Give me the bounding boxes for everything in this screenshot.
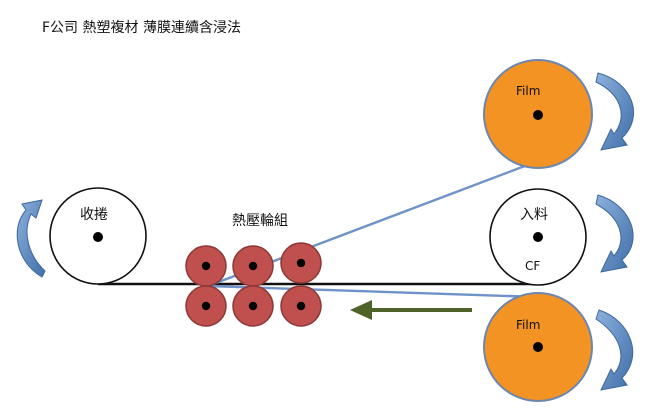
takeup-label: 收捲	[80, 207, 108, 223]
press-rollers-label: 熱壓輪組	[232, 212, 288, 229]
diagram-title: F公司 熱塑複材 薄膜連續含浸法	[42, 19, 241, 36]
film-roll-top: Film	[483, 59, 593, 169]
takeup-rotation-arrow-icon	[16, 199, 46, 278]
film-bottom-rotation-arrow-icon	[595, 309, 634, 391]
press-roller-bottom-2	[232, 285, 274, 327]
press-roller-bottom-1	[185, 285, 227, 327]
film-top-rotation-arrow-icon	[595, 72, 635, 151]
press-roller-top-3	[280, 242, 322, 284]
film-top-label: Film	[516, 84, 540, 98]
feed-rotation-arrow-icon	[595, 194, 634, 273]
press-roller-bottom-3	[280, 285, 322, 327]
film-roll-bottom: Film	[483, 292, 593, 402]
feed-direction-arrow	[350, 300, 472, 320]
feed-roll: 入料 CF	[489, 188, 587, 286]
material-paths	[98, 159, 540, 299]
feed-label: 入料	[520, 207, 548, 223]
press-roller-set	[185, 242, 322, 327]
feed-material-label: CF	[525, 259, 540, 273]
press-roller-top-1	[185, 245, 227, 287]
press-roller-top-2	[232, 245, 274, 287]
takeup-roll: 收捲	[49, 187, 147, 285]
film-bottom-label: Film	[516, 318, 540, 332]
